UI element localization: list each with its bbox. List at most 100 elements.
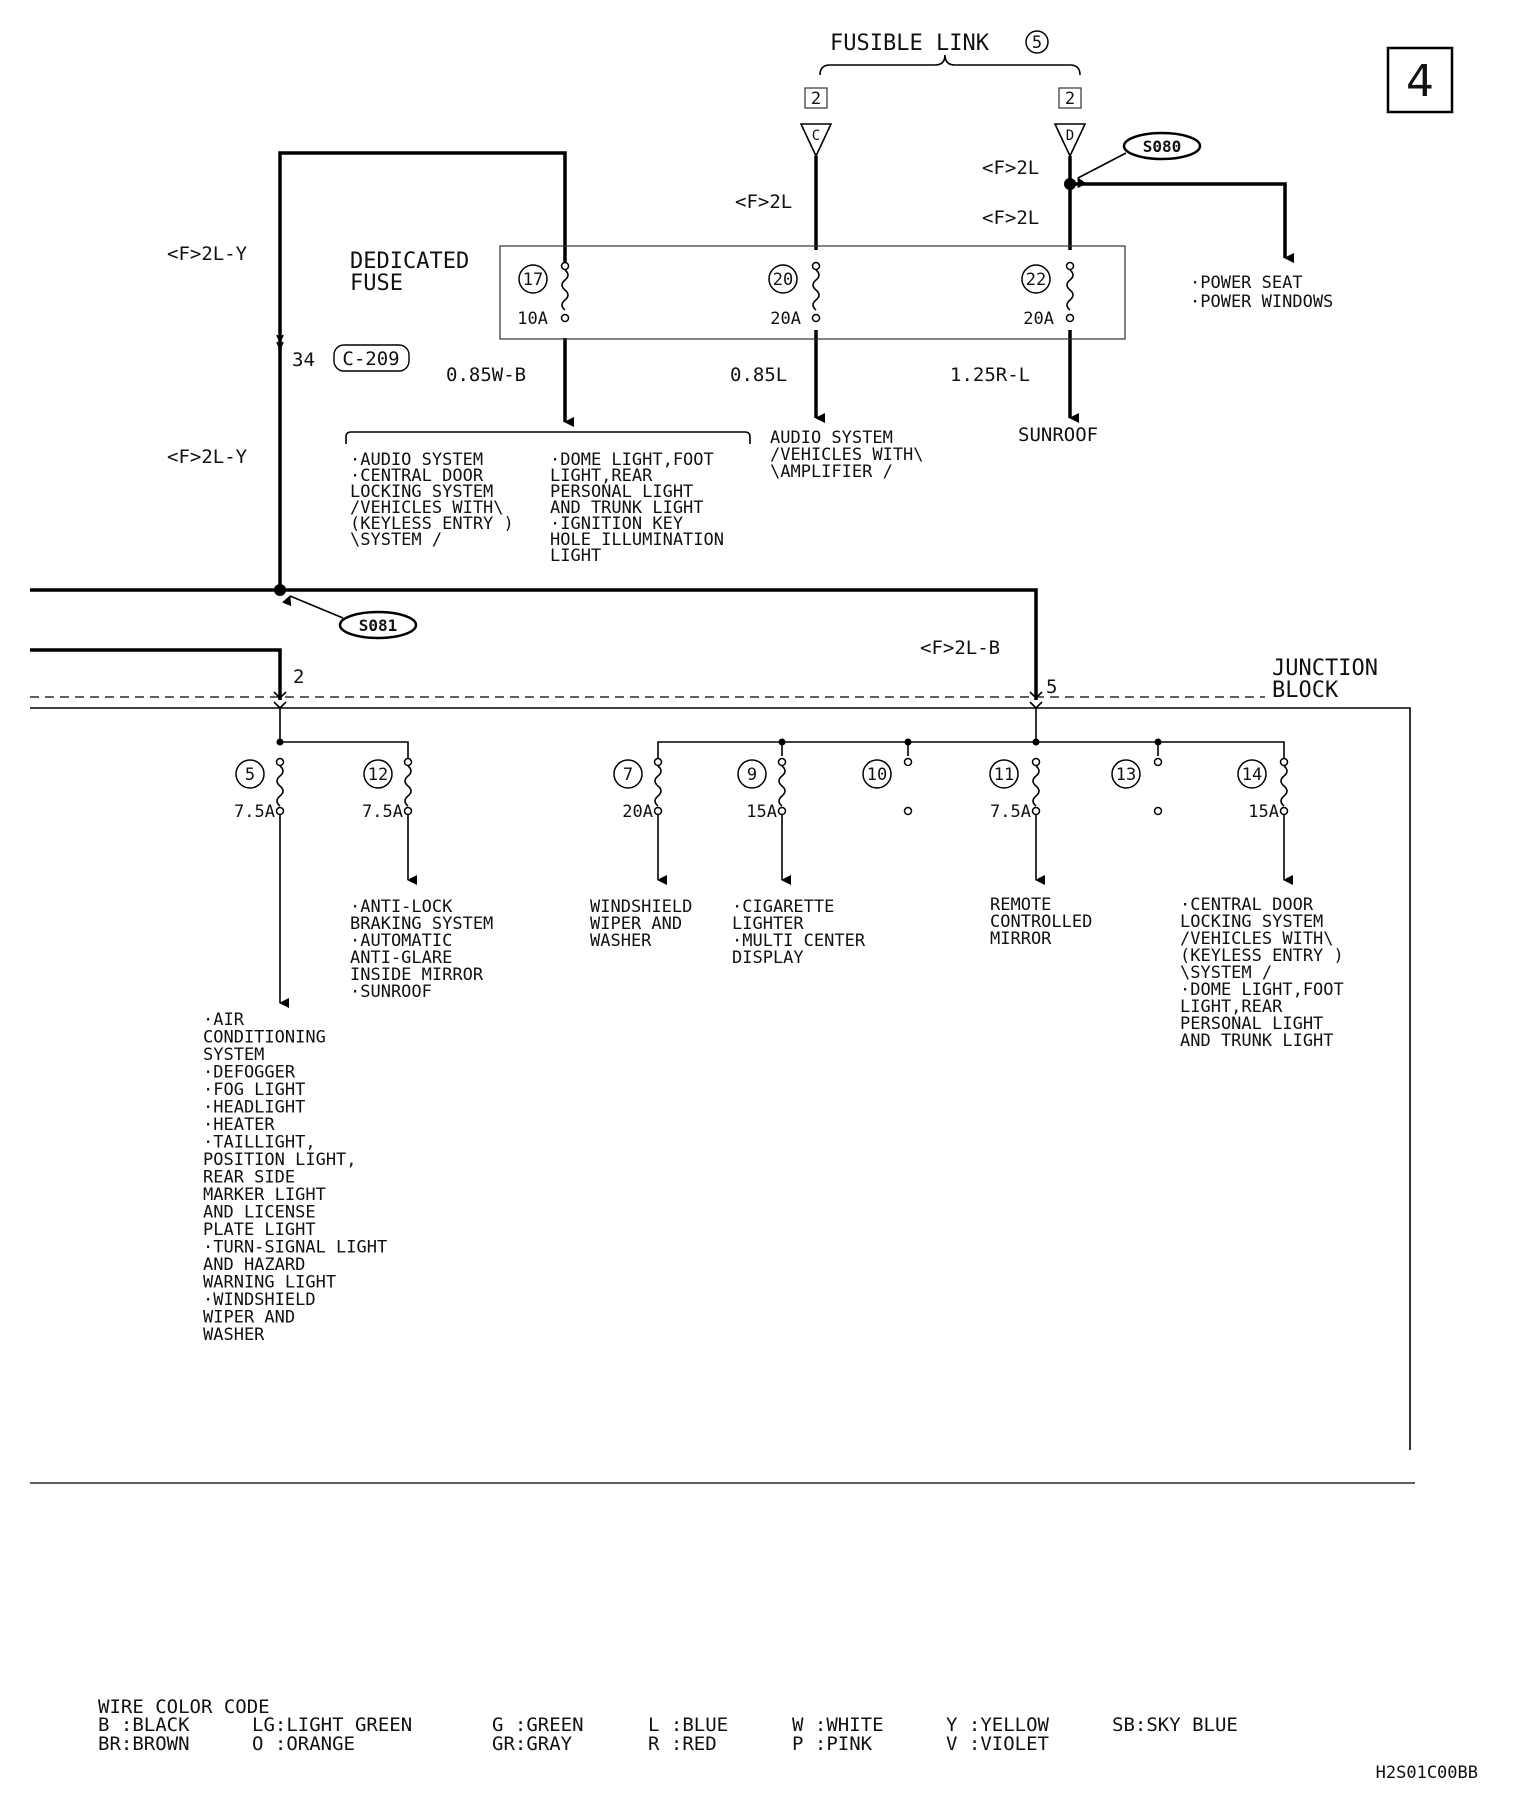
wire-color-entry: SB:SKY BLUE: [1112, 1714, 1238, 1736]
load-label-line: /VEHICLES WITH\: [770, 445, 924, 465]
load-label-line: INSIDE MIRROR: [350, 965, 484, 985]
fuse-amp: 7.5A: [362, 802, 403, 822]
label-wire-085l: 0.85L: [730, 364, 787, 386]
load-label-line: AND HAZARD: [203, 1255, 305, 1275]
fuse-number-circle: [1237, 759, 1267, 789]
fuse-number: 14: [1242, 765, 1262, 785]
load-label-line: WIPER AND: [590, 914, 682, 934]
loads-fuse9: ·CIGARETTE LIGHTER·MULTI CENTER DISPLAY: [732, 897, 866, 968]
main-wires: [30, 151, 1294, 700]
connector-chevron: [276, 334, 284, 352]
wire-color-entry: Y :YELLOW: [946, 1714, 1050, 1736]
fuse-amp: 7.5A: [990, 802, 1031, 822]
dedicated-fuse-title-1: DEDICATED: [350, 249, 469, 274]
fuse-terminal: [1153, 806, 1163, 816]
load-label-line: (KEYLESS ENTRY ): [350, 514, 514, 534]
junction-fuse-5: 57.5A: [234, 757, 285, 822]
splice-s081-pointer: [281, 595, 344, 619]
load-label-line: AND TRUNK LIGHT: [550, 498, 704, 518]
wire-color-entry: R :RED: [648, 1733, 717, 1755]
wire-color-entry: W :WHITE: [792, 1714, 884, 1736]
wire-f2l-y: [278, 151, 567, 590]
fuse-terminal: [560, 313, 570, 323]
connector-pin: 34: [292, 349, 315, 371]
label-f2l-d1: <F>2L: [982, 157, 1039, 179]
load-label-line: PLATE LIGHT: [203, 1220, 316, 1240]
load-label-line: MIRROR: [990, 929, 1052, 949]
load-label-line: ·WINDSHIELD: [203, 1290, 316, 1310]
pin-d-number: 2: [1065, 89, 1075, 109]
fuse-element: [812, 269, 820, 311]
fuse-number: 22: [1026, 270, 1046, 290]
fusible-link-number-circle: [1025, 30, 1049, 54]
fuse-number: 7: [623, 765, 633, 785]
dedicated-fuse-17: 17 10A: [517, 261, 570, 329]
junction-output-wires: [279, 815, 1293, 1008]
fuse-number-circle: [613, 759, 643, 789]
load-label-line: ·IGNITION KEY: [550, 514, 683, 534]
load-label-line: WARNING LIGHT: [203, 1273, 336, 1293]
load-label-line: /VEHICLES WITH\: [350, 498, 504, 518]
load-label-line: AND TRUNK LIGHT: [1180, 1031, 1334, 1051]
splice-s080-pointer: [1077, 152, 1127, 189]
fuse-element: [654, 765, 662, 807]
fuse-number-circle: [363, 759, 393, 789]
splice-s081-text: S081: [359, 616, 398, 635]
fuse-terminal: [777, 757, 787, 767]
fuse-number-circle: [1021, 264, 1051, 294]
junction-block-title-2: BLOCK: [1272, 678, 1339, 703]
fuse-number-circle: [768, 264, 798, 294]
pin-d-box: [1058, 87, 1082, 109]
fuse-number: 5: [245, 765, 255, 785]
fusible-link-number: 5: [1032, 33, 1042, 53]
load-label-line: WINDSHIELD: [590, 897, 692, 917]
load-label-line: LIGHT,REAR: [1180, 997, 1283, 1017]
fusible-link-brace: [819, 54, 1081, 76]
load-label-line: ·DEFOGGER: [203, 1063, 296, 1083]
loads-fuse14: ·CENTRAL DOOR LOCKING SYSTEM/VEHICLES WI…: [1180, 895, 1344, 1051]
load-label-line: WASHER: [203, 1325, 265, 1345]
fuse-number: 17: [523, 270, 543, 290]
fuse-terminal: [811, 313, 821, 323]
load-label-line: ·TAILLIGHT,: [203, 1133, 316, 1153]
fuse-element: [1066, 269, 1074, 311]
junction-fuse-13: 13: [1111, 757, 1163, 816]
wire-color-entry: BR:BROWN: [98, 1733, 190, 1755]
fuse-amp: 20A: [770, 309, 801, 329]
label-wire-125rl: 1.25R-L: [950, 364, 1030, 386]
load-label-line: POSITION LIGHT,: [203, 1150, 357, 1170]
fuse-terminal: [1065, 313, 1075, 323]
fuse-terminal: [403, 757, 413, 767]
load-label-line: WASHER: [590, 931, 652, 951]
load-label-line: PERSONAL LIGHT: [1180, 1014, 1323, 1034]
fuse-amp: 20A: [1023, 309, 1054, 329]
wire-color-entry: LG:LIGHT GREEN: [252, 1714, 412, 1736]
wire-color-entry: G :GREEN: [492, 1714, 584, 1736]
splice-dot-s081: [274, 584, 286, 596]
load-label-line: ·CIGARETTE: [732, 897, 834, 917]
fuse-number: 11: [994, 765, 1014, 785]
load-label-line: BRAKING SYSTEM: [350, 914, 493, 934]
junction-block: JUNCTION BLOCK 2 5 57.5A127.5A720A915A10…: [30, 656, 1411, 1450]
load-label-line: (KEYLESS ENTRY ): [1180, 946, 1344, 966]
junction-block-outline: [30, 707, 1411, 1450]
fuse-number-circle: [235, 759, 265, 789]
load-label-line: REMOTE: [990, 895, 1051, 915]
pin-c-triangle: [799, 123, 833, 158]
pin-c-letter: C: [812, 128, 820, 144]
dedicated-fuse-22: 22 20A: [1021, 261, 1075, 329]
load-label-line: REAR SIDE: [203, 1168, 295, 1188]
fuse-number: 20: [773, 270, 793, 290]
fuse22-load: SUNROOF: [1018, 424, 1098, 446]
label-f2l-y-mid: <F>2L-Y: [167, 446, 248, 468]
splice-dot-s080: [1064, 178, 1076, 190]
load-label-line: HOLE ILLUMINATION: [550, 530, 724, 550]
load-label-line: MARKER LIGHT: [203, 1185, 326, 1205]
load-label-line: ·ANTI-LOCK: [350, 897, 453, 917]
junction-fuse-10: 10: [862, 757, 913, 816]
fuse17-loads-left: ·AUDIO SYSTEM·CENTRAL DOOR LOCKING SYSTE…: [350, 450, 514, 550]
